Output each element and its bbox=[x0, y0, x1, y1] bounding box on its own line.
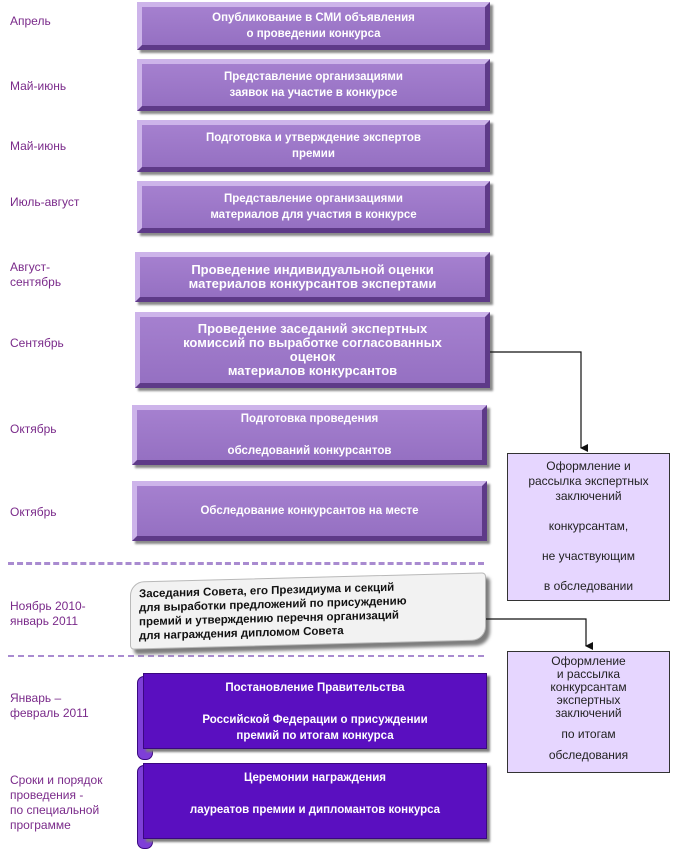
award-ceremony-scroll: Церемонии награждения лауреатов премии и… bbox=[143, 763, 487, 839]
step-box-survey-preparation: Подготовка проведения обследований конку… bbox=[132, 405, 487, 465]
date-label-january-february: Январь – февраль 2011 bbox=[10, 691, 89, 720]
date-label-october-1: Октябрь bbox=[10, 422, 57, 436]
side-box-2-line: заключений bbox=[555, 706, 622, 720]
step-box-individual-evaluation: Проведение индивидуальной оценки материа… bbox=[135, 252, 490, 302]
side-box-2-line: Оформление bbox=[551, 654, 626, 668]
side-box-survey-results: Оформление и рассылка конкурсантам экспе… bbox=[507, 651, 670, 773]
side-box-1-line: в обследовании bbox=[543, 579, 634, 593]
step-box-expert-commissions: Проведение заседаний экспертных комиссий… bbox=[135, 312, 490, 388]
side-box-1-line: Оформление и bbox=[546, 459, 631, 473]
date-label-august-september: Август- сентябрь bbox=[10, 260, 62, 289]
date-label-september: Сентябрь bbox=[10, 336, 64, 350]
government-resolution-scroll: Постановление Правительства Российской Ф… bbox=[143, 673, 487, 749]
side-box-2-line: по итогам bbox=[561, 727, 616, 741]
side-box-1-line: заключений bbox=[555, 489, 622, 503]
step-box-publication: Опубликование в СМИ объявления о проведе… bbox=[137, 2, 490, 50]
arrow-commissions-to-side-box bbox=[490, 351, 588, 452]
side-box-2-line: экспертных bbox=[556, 693, 621, 707]
side-box-1-line: конкурсантам, bbox=[548, 519, 629, 533]
step-box-materials: Представление организациями материалов д… bbox=[137, 181, 490, 233]
dashed-separator-top bbox=[8, 562, 484, 565]
side-box-1-line: не участвующим bbox=[542, 549, 635, 563]
step-box-on-site-survey: Обследование конкурсантов на месте bbox=[132, 481, 487, 541]
step-box-experts: Подготовка и утверждение экспертов преми… bbox=[137, 120, 490, 172]
side-box-2-line: и рассылка bbox=[556, 667, 621, 681]
date-label-april: Апрель bbox=[10, 14, 51, 28]
date-label-october-2: Октябрь bbox=[10, 505, 57, 519]
side-box-1-line: рассылка экспертных bbox=[528, 474, 649, 488]
side-box-2-line: конкурсантам bbox=[550, 680, 627, 694]
step-box-applications: Представление организациями заявок на уч… bbox=[137, 59, 490, 111]
date-label-may-june-1: Май-июнь bbox=[10, 79, 67, 93]
date-label-may-june-2: Май-июнь bbox=[10, 139, 67, 153]
date-label-special-program: Сроки и порядок проведения - по специаль… bbox=[10, 773, 103, 832]
date-label-november-january: Ноябрь 2010- январь 2011 bbox=[10, 599, 86, 628]
dashed-separator-bottom bbox=[8, 655, 484, 657]
arrow-council-to-side-box bbox=[486, 618, 593, 650]
date-label-july-august: Июль-август bbox=[10, 195, 80, 209]
side-box-2-line: обследования bbox=[548, 748, 629, 762]
side-box-non-surveyed: Оформление и рассылка экспертных заключе… bbox=[507, 453, 670, 601]
